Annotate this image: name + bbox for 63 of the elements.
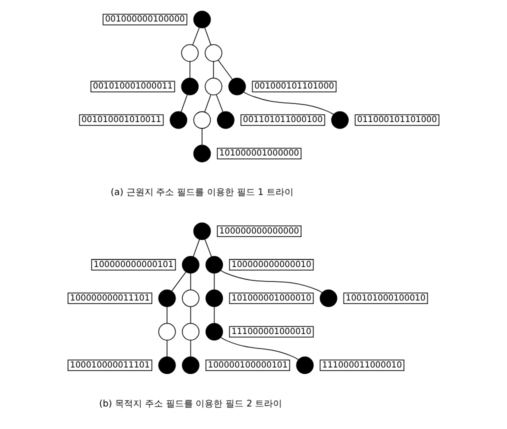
connector	[190, 340, 192, 358]
node-label: 001000101101000	[254, 80, 334, 91]
node-circle	[158, 290, 176, 308]
connector	[214, 272, 215, 290]
node-circle	[158, 356, 176, 374]
node-label: 100000000000010	[232, 258, 312, 269]
connector	[214, 306, 215, 324]
connector	[216, 94, 224, 112]
node-label: 001010001000011	[92, 80, 173, 91]
node-label: 001000000100000	[105, 14, 185, 24]
node-circle	[158, 323, 176, 341]
connector	[190, 306, 192, 324]
connector	[190, 272, 192, 290]
node-circle	[182, 356, 200, 374]
connector	[218, 60, 233, 80]
node-label: 100000000000000	[219, 225, 300, 236]
node-circle	[228, 78, 246, 96]
node-circle	[193, 144, 211, 162]
node-circle	[170, 111, 188, 129]
node-label: 101000001000000	[219, 148, 300, 158]
connector	[220, 270, 323, 294]
label: (a) 근원지 주소 필드를 이용한 필드 1 트라이	[110, 188, 294, 198]
node-circle	[331, 111, 349, 129]
node-label: 100000000011101	[70, 292, 150, 302]
connector	[204, 239, 212, 257]
connector	[166, 340, 168, 358]
connector	[192, 27, 200, 46]
node-circle	[193, 10, 211, 28]
node-label: 101000001000010	[232, 292, 312, 302]
node-label: 001010001010011	[81, 114, 162, 124]
connector	[171, 272, 186, 292]
node-circle	[182, 323, 200, 341]
connector	[192, 239, 200, 257]
node-label: 011000101101000	[357, 114, 437, 124]
node-label: 100101000100010	[346, 292, 426, 302]
node-circle	[204, 44, 222, 62]
node-circle	[182, 256, 200, 274]
node-circle	[320, 290, 338, 308]
connector	[180, 94, 188, 112]
node-circle	[182, 290, 200, 308]
node-circle	[206, 323, 224, 341]
connector	[204, 27, 212, 46]
node-circle	[296, 356, 314, 374]
node-label: 111000001000010	[232, 326, 312, 336]
node-label: 111000011000010	[322, 359, 402, 370]
node-circle	[206, 256, 224, 274]
connector	[243, 92, 334, 115]
node-circle	[193, 111, 211, 129]
node-circle	[204, 78, 222, 96]
node-circle	[206, 290, 224, 308]
node-label: 100010000011101	[70, 359, 150, 370]
connector	[220, 337, 299, 360]
connector	[166, 306, 168, 324]
node-circle	[216, 111, 234, 129]
node-circle	[181, 78, 199, 96]
node-circle	[181, 44, 199, 62]
connector	[204, 94, 212, 112]
node-label: 001101011000100	[242, 114, 323, 124]
node-label: 100000100000101	[208, 359, 288, 370]
node-label: 100000000000101	[94, 258, 174, 269]
connector	[213, 61, 214, 78]
node-circle	[193, 222, 211, 240]
label: (b) 목적지 주소 필드를 이용한 필드 2 트라이	[99, 400, 282, 410]
